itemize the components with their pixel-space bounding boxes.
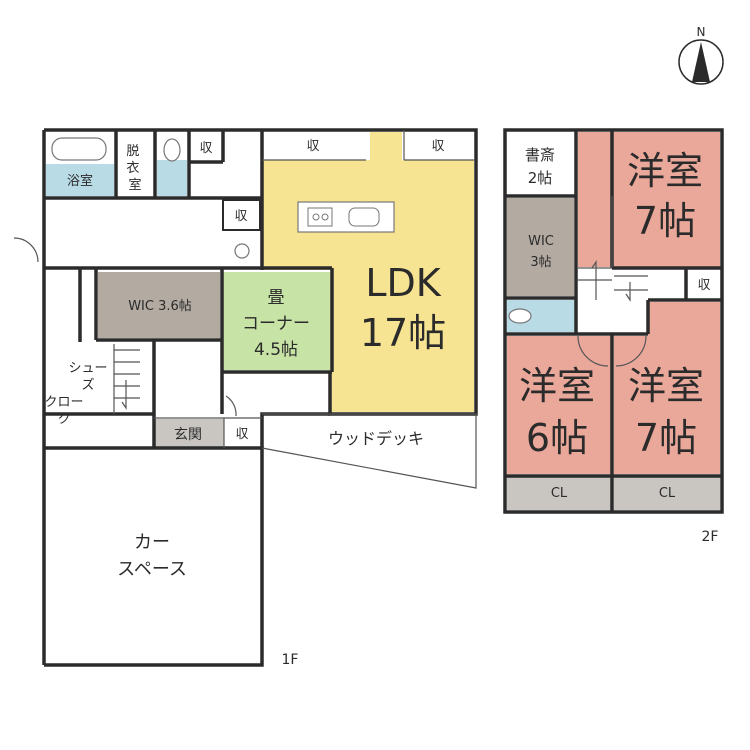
room-label-tatami-1: 畳	[268, 288, 285, 308]
room-label-western-c-1: 洋室	[628, 364, 704, 408]
floor2-fills	[507, 132, 720, 510]
western-b-fill	[507, 336, 611, 474]
room-label-shoe-closet-4: ク	[57, 412, 70, 427]
stairs-1f	[113, 344, 140, 414]
burner-icon	[321, 213, 329, 221]
door-arc-icon	[225, 395, 237, 417]
room-label-bath: 浴室	[67, 173, 93, 189]
wood-deck-outline	[261, 413, 477, 489]
closet-c-fill	[614, 476, 720, 510]
dressing-char-3: 室	[128, 177, 141, 193]
storage-label: 収	[234, 209, 247, 224]
tatami-fill	[223, 272, 330, 370]
storage-label: 収	[697, 278, 710, 293]
floor1-labels: 浴室 脱 衣 室 収 収 収 収 WIC 3.6帖 畳 コーナー 4.5帖 LD…	[44, 139, 446, 668]
room-label-western-c-2: 7帖	[635, 416, 697, 460]
washbasin-icon	[234, 243, 250, 259]
room-label-ldk-1: LDK	[365, 261, 441, 305]
door-arc-icon	[615, 335, 647, 367]
room-label-tatami-2: コーナー	[242, 314, 310, 334]
floor-label-2f: 2F	[702, 529, 719, 545]
room-label-shoe-closet-3: クロー	[44, 395, 83, 410]
door-arc-icon	[13, 237, 39, 263]
western-c-fill	[614, 302, 720, 474]
room-label-wic-2f-1: WIC	[528, 234, 554, 249]
storage-label: 収	[431, 139, 444, 154]
room-label-wic: WIC 3.6帖	[128, 299, 192, 314]
room-label-shoe-closet-1: シュー	[68, 361, 107, 376]
toilet-1f-fill	[157, 160, 187, 196]
floor2-labels: 書斎 2帖 洋室 7帖 WIC 3帖 収 洋室 6帖 洋室 7帖 CL CL 2…	[519, 146, 718, 545]
storage-label: 収	[199, 141, 212, 156]
room-label-study-1: 書斎	[525, 146, 555, 164]
north-arrow-icon	[692, 42, 710, 82]
closet-b-fill	[507, 476, 611, 510]
bath-fill	[46, 164, 114, 196]
entrance-fill	[154, 419, 224, 447]
room-label-wood-deck: ウッドデッキ	[328, 429, 424, 448]
stove-icon	[307, 207, 333, 227]
room-label-western-a-2: 7帖	[634, 199, 696, 243]
room-label-tatami-3: 4.5帖	[254, 340, 298, 360]
burner-icon	[312, 213, 320, 221]
sink-icon	[348, 207, 380, 227]
room-label-western-b-1: 洋室	[519, 364, 595, 408]
compass-label: N	[697, 25, 706, 39]
closet-label: CL	[659, 486, 676, 501]
compass: N	[678, 25, 724, 85]
storage-label: 収	[306, 139, 319, 154]
stairs-2f	[578, 196, 648, 302]
bathtub-icon	[51, 137, 107, 161]
dressing-char-1: 脱	[126, 144, 139, 159]
dressing-char-2: 衣	[126, 160, 139, 176]
room-label-wic-2f-2: 3帖	[530, 255, 551, 270]
storage-hall-box	[222, 199, 261, 231]
wic-1f-fill	[98, 272, 220, 338]
floor-label-1f: 1F	[282, 652, 299, 668]
room-label-carport-2: スペース	[117, 559, 187, 580]
room-label-entrance: 玄関	[174, 426, 202, 443]
room-label-carport-1: カー	[134, 532, 170, 553]
room-label-western-b-2: 6帖	[526, 416, 588, 460]
floor1-walls	[13, 128, 478, 667]
room-label-western-a-1: 洋室	[627, 149, 703, 193]
compass-circle	[678, 39, 724, 85]
room-label-ldk-2: 17帖	[360, 311, 446, 355]
storage-label: 収	[235, 427, 248, 442]
door-arc-icon	[577, 335, 609, 367]
toilet-icon	[508, 308, 532, 324]
toilet-icon	[163, 138, 181, 162]
wall-entrance-right	[260, 412, 330, 448]
closet-label: CL	[551, 486, 568, 501]
wic-2f-fill	[507, 198, 574, 296]
floor2-walls	[503, 128, 724, 514]
wall-carport	[44, 446, 264, 667]
room-label-dressing: 脱 衣 室	[126, 144, 143, 193]
room-label-shoe-closet-2: ズ	[81, 377, 94, 393]
western-a-fill	[578, 132, 720, 267]
room-label-study-2: 2帖	[528, 169, 553, 187]
